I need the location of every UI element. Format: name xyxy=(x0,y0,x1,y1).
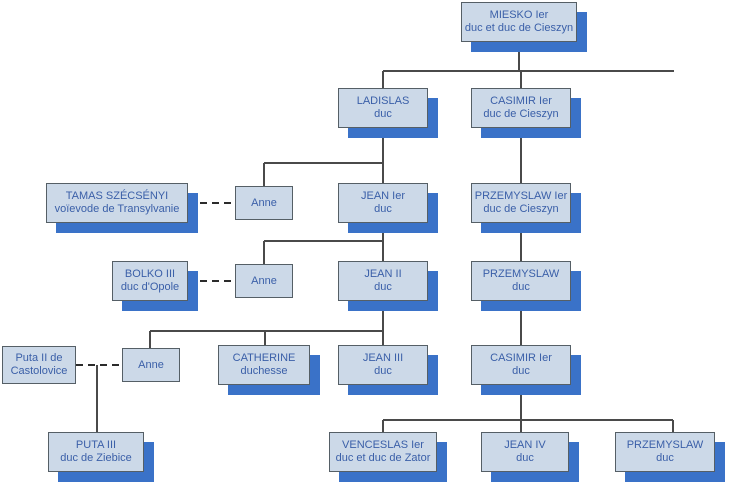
person-name: CASIMIR Ier xyxy=(490,95,552,107)
person-title: Castolovice xyxy=(10,365,68,377)
person-name: JEAN II xyxy=(364,268,402,280)
person-name: JEAN Ier xyxy=(360,190,405,202)
person-name: JEAN IV xyxy=(504,439,546,451)
person-title: duc et duc de Cieszyn xyxy=(464,22,574,34)
person-title: duc xyxy=(374,108,392,120)
person-title: duc xyxy=(512,281,530,293)
person-name: PUTA III xyxy=(75,439,117,451)
person-name: JEAN III xyxy=(362,352,404,364)
person-name: CATHERINE xyxy=(232,352,296,364)
person-title: duchesse xyxy=(240,365,288,377)
person-name: PRZEMYSLAW Ier xyxy=(474,190,568,202)
person-name: TAMAS SZÉCSÉNYI xyxy=(65,190,169,202)
person-title: duc de Ziebice xyxy=(60,452,132,464)
person-name: PRZEMYSLAW xyxy=(482,268,560,280)
person-node-anne1[interactable]: Anne xyxy=(235,186,293,220)
person-title: duc et duc de Zator xyxy=(335,452,431,464)
person-title: duc de Cieszyn xyxy=(483,203,559,215)
person-name: Anne xyxy=(138,358,164,371)
person-name: LADISLAS xyxy=(356,95,410,107)
person-title: duc xyxy=(374,281,392,293)
person-name: CASIMIR Ier xyxy=(490,352,552,364)
person-title: voïevode de Transylvanie xyxy=(54,203,180,215)
person-name: VENCESLAS Ier xyxy=(342,439,424,451)
person-title: duc xyxy=(374,203,392,215)
person-name: BOLKO III xyxy=(124,268,176,280)
person-title: duc xyxy=(516,452,534,464)
person-name: MIESKO Ier xyxy=(489,9,549,21)
person-title: duc d'Opole xyxy=(120,281,180,293)
person-name: Puta II de xyxy=(15,352,63,364)
person-node-anne3[interactable]: Anne xyxy=(122,348,180,382)
person-title: duc de Cieszyn xyxy=(483,108,559,120)
person-name: Anne xyxy=(251,196,277,209)
person-title: duc xyxy=(512,365,530,377)
person-name: Anne xyxy=(251,274,277,287)
person-title: duc xyxy=(656,452,674,464)
person-node-anne2[interactable]: Anne xyxy=(235,264,293,298)
person-title: duc xyxy=(374,365,392,377)
person-name: PRZEMYSLAW xyxy=(626,439,704,451)
